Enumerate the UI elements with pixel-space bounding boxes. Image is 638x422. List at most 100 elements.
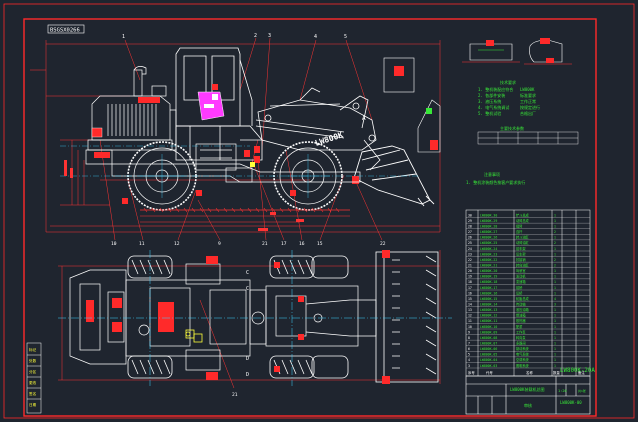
bom-cell: 29 <box>468 219 472 223</box>
bom-cell: LW800K.12 <box>480 314 497 318</box>
bucket-pin-marker <box>352 176 359 184</box>
ground-hatch <box>140 207 350 213</box>
bom-cell: LW800K.09 <box>480 330 497 334</box>
bom-cell: 空调系统 <box>516 357 530 362</box>
bom-cell: 1 <box>554 291 556 295</box>
bom-cell: LW800K.24 <box>480 247 497 251</box>
svg-text:处数: 处数 <box>29 358 37 363</box>
bom-cell: 3 <box>468 364 470 368</box>
bom-cell: 动臂总成 <box>516 218 530 223</box>
bom-cell: 多路阀 <box>516 341 526 346</box>
svg-text:标准要求: 标准要求 <box>520 92 536 98</box>
bom-cell: LW800K.28 <box>480 225 497 229</box>
bom-cell: 1 <box>554 319 556 323</box>
bom-cell: LW800K.11 <box>480 319 497 323</box>
bom-cell: 1 <box>554 275 556 279</box>
bom-cell: 2 <box>554 264 556 268</box>
bom-cell: 燃油箱 <box>516 313 526 318</box>
bom-cell: 7 <box>468 342 470 346</box>
svg-text:2. 各部件安装: 2. 各部件安装 <box>478 92 505 98</box>
bom-cell: LW800K.29 <box>480 219 497 223</box>
bucket-plan <box>375 251 439 383</box>
svg-text:D: D <box>246 372 249 378</box>
svg-text:按规定进行: 按规定进行 <box>520 104 540 110</box>
cab-marker <box>212 84 218 90</box>
bom-cell: 15 <box>468 297 472 301</box>
bom-cell: 28 <box>468 225 472 229</box>
svg-text:数量: 数量 <box>553 370 560 375</box>
bom-cell: 散热器 <box>516 318 526 323</box>
bom-cell: 21 <box>468 264 472 268</box>
bom-cell: 1 <box>554 219 556 223</box>
bom-cell: 1 <box>554 286 556 290</box>
bom-row: 15 LW800K.15 轮胎总成 4 <box>468 296 556 301</box>
bom-cell: 转向泵 <box>516 335 526 340</box>
drawing-sheet: 共1张 <box>578 388 586 393</box>
notes: 注意事项 1. 整机涂装颜色按客户要求执行 <box>466 171 525 185</box>
svg-text:工作正常: 工作正常 <box>520 98 536 104</box>
left-revision-labels: 标记 处数 分区 更改 签名 日期 <box>29 347 37 407</box>
svg-text:15: 15 <box>317 241 323 247</box>
bom-cell: 5 <box>468 353 470 357</box>
svg-text:日期: 日期 <box>29 402 37 407</box>
bom-cell: 1 <box>554 280 556 284</box>
bom-cell: 前车架 <box>516 246 526 251</box>
bom-cell: 1 <box>554 353 556 357</box>
bom-cell: 17 <box>468 286 472 290</box>
svg-text:3: 3 <box>268 33 271 39</box>
bom-cell: LW800K.15 <box>480 297 497 301</box>
tech-requirements: 技术要求 1. 整机装配应符合 2. 各部件安装 3. 液压系统 4. 电气系统… <box>478 79 540 116</box>
bom-cell: LW800K.10 <box>480 325 497 329</box>
sheet-frame <box>3 3 635 419</box>
bom-cell: 后桥 <box>516 290 523 295</box>
side-centerlines <box>60 145 420 177</box>
bom-cell: 1 <box>554 308 556 312</box>
bom-cell: LW800K.06 <box>480 347 497 351</box>
rear-body-plan <box>69 263 251 371</box>
boom-linkage <box>255 87 381 171</box>
bom-cell: 12 <box>468 314 472 318</box>
bom-cell: 铰接销 <box>516 257 526 262</box>
bom-cell: 4 <box>554 297 556 301</box>
bom-cell: LW800K.27 <box>480 230 497 234</box>
bom-cell: 前桥 <box>516 285 523 290</box>
bom-cell: 液压油箱 <box>516 307 530 312</box>
bom-cell: 传动轴 <box>516 302 526 307</box>
frame-markers <box>122 146 296 204</box>
svg-text:签名: 签名 <box>29 391 37 396</box>
bom-cell: 驾驶室 <box>516 268 526 273</box>
bom-cell: 16 <box>468 291 472 295</box>
bom-cell: 30 <box>468 213 472 217</box>
bom-cell: LW800K.04 <box>480 358 497 362</box>
drawing-approval: 审核 <box>524 402 532 408</box>
bom-cell: 6 <box>468 347 470 351</box>
svg-text:16: 16 <box>299 241 305 247</box>
bucket-plan-markers <box>382 250 390 384</box>
bom-cell: 轮胎总成 <box>516 296 530 301</box>
svg-text:2: 2 <box>254 33 257 39</box>
balloons-bottom: 10 11 12 9 21 17 16 15 22 <box>111 241 386 247</box>
bom-cell: 11 <box>468 319 472 323</box>
bom-cell: 1 <box>554 269 556 273</box>
svg-text:12: 12 <box>174 241 180 247</box>
left-revision-block <box>26 342 42 414</box>
bom-cell: LW800K.08 <box>480 336 497 340</box>
cab-seat <box>197 91 225 121</box>
bom-cell: 9 <box>468 330 470 334</box>
title-tag: BSGSX0266 <box>47 24 85 34</box>
